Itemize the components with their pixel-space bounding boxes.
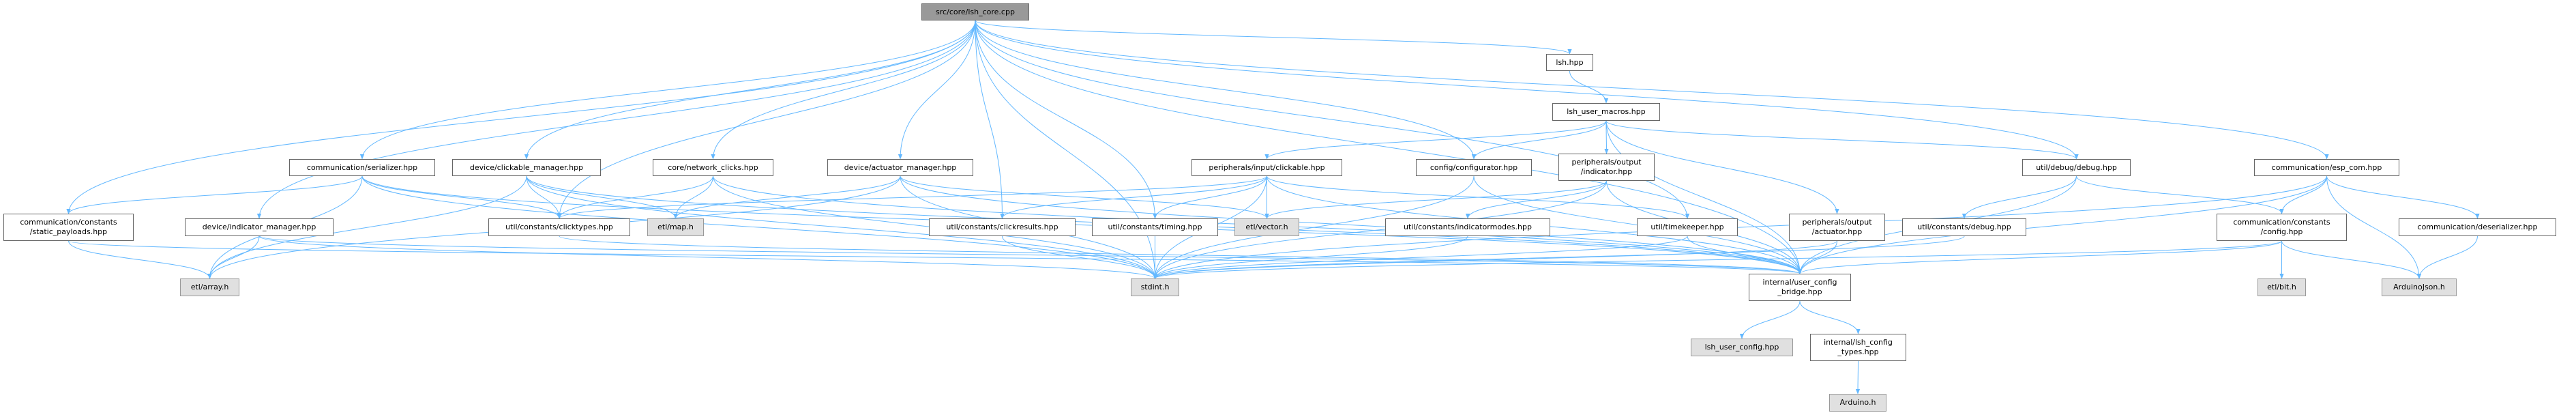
node-config-types[interactable]: internal/lsh_config _types.hpp <box>1810 334 1906 361</box>
edge-clickable_manager-to-etl_array <box>207 175 527 279</box>
edge-lsh_core-to-actuator_manager <box>898 20 976 160</box>
node-timing[interactable]: util/constants/timing.hpp <box>1092 218 1218 236</box>
edge-indicator_manager-to-stdint <box>258 235 1157 279</box>
edge-config_types-to-arduino <box>1855 360 1861 395</box>
edge-clickable_manager-to-etl_map <box>526 175 678 219</box>
node-lsh-user-macros[interactable]: lsh_user_macros.hpp <box>1552 103 1660 121</box>
edge-lsh_core-to-indicator_manager <box>256 20 976 219</box>
edge-const_debug-to-stdint <box>1153 235 1965 279</box>
edge-lsh_core-to-clicktypes <box>557 20 976 219</box>
edge-out_indicator-to-stdint <box>1153 180 1607 279</box>
edge-debug-to-comm_config <box>2076 175 2284 214</box>
node-etl-array[interactable]: etl/array.h <box>180 278 239 296</box>
node-deserializer[interactable]: communication/deserializer.hpp <box>2399 218 2556 236</box>
edge-out_indicator-to-indicatormodes <box>1465 180 1607 219</box>
edge-lsh_user_macros-to-out_actuator <box>1605 120 1839 214</box>
edge-lsh_user_macros-to-bridge <box>1605 120 1803 274</box>
edge-static_payloads-to-etl_array <box>68 240 212 279</box>
edge-serializer-to-bridge <box>361 175 1802 274</box>
node-etl-map[interactable]: etl/map.h <box>647 218 704 236</box>
edge-actuator_manager-to-etl_vector <box>900 175 1269 219</box>
node-out-actuator[interactable]: peripherals/output /actuator.hpp <box>1789 214 1885 241</box>
node-etl-vector[interactable]: etl/vector.h <box>1234 218 1299 236</box>
edge-lsh_core-to-timing <box>975 20 1157 219</box>
edge-timekeeper-to-stdint <box>1153 235 1688 279</box>
edge-lsh_hpp-to-lsh_user_macros <box>1569 70 1609 104</box>
edge-esp_com-to-stdint <box>1153 175 2327 279</box>
edge-network_clicks-to-clicktypes <box>557 175 713 219</box>
node-arduinojson[interactable]: ArduinoJson.h <box>2382 278 2457 296</box>
edge-indicator_manager-to-bridge <box>258 235 1802 274</box>
node-comm-config[interactable]: communication/constants /config.hpp <box>2217 214 2347 241</box>
edge-clicktypes-to-bridge <box>559 235 1802 274</box>
node-clicktypes[interactable]: util/constants/clicktypes.hpp <box>488 218 630 236</box>
edge-lsh_core-to-network_clicks <box>711 20 976 160</box>
edge-lsh_user_macros-to-configurator <box>1471 120 1607 160</box>
node-static-payloads[interactable]: communication/constants /static_payloads… <box>3 214 134 241</box>
node-stdint[interactable]: stdint.h <box>1131 278 1179 296</box>
edge-static_payloads-to-bridge <box>68 240 1802 274</box>
node-debug[interactable]: util/debug/debug.hpp <box>2022 159 2131 176</box>
node-timekeeper[interactable]: util/timekeeper.hpp <box>1637 218 1738 236</box>
edge-actuator_manager-to-etl_map <box>673 175 901 219</box>
edge-lsh_user_macros-to-clickable <box>1264 120 1607 160</box>
node-actuator-manager[interactable]: device/actuator_manager.hpp <box>827 159 973 176</box>
node-clickable[interactable]: peripherals/input/clickable.hpp <box>1191 159 1342 176</box>
node-const-debug[interactable]: util/constants/debug.hpp <box>1902 218 2026 236</box>
edge-clickable-to-timing <box>1153 175 1267 219</box>
edge-comm_config-to-arduinojson <box>2281 240 2422 279</box>
node-esp-com[interactable]: communication/esp_com.hpp <box>2254 159 2399 176</box>
edge-lsh_core-to-static_payloads <box>66 20 976 214</box>
edge-clickable-to-clicktypes <box>557 175 1267 219</box>
edge-bridge-to-lsh_user_config <box>1739 300 1801 339</box>
edge-clickable-to-clickresults <box>1000 175 1267 219</box>
edge-indicator_manager-to-etl_array <box>207 235 260 279</box>
edge-lsh_core-to-configurator <box>975 20 1477 160</box>
node-out-indicator[interactable]: peripherals/output /indicator.hpp <box>1558 154 1655 181</box>
edge-network_clicks-to-etl_map <box>673 175 713 219</box>
node-indicator-manager[interactable]: device/indicator_manager.hpp <box>185 218 334 236</box>
edge-clickable_manager-to-clicktypes <box>526 175 562 219</box>
edge-clickresults-to-stdint <box>1002 235 1157 279</box>
node-lsh-core[interactable]: src/core/lsh_core.cpp <box>921 3 1029 20</box>
node-clickresults[interactable]: util/constants/clickresults.hpp <box>929 218 1076 236</box>
edge-actuator_manager-to-bridge <box>900 175 1803 274</box>
edge-out_indicator-to-etl_vector <box>1264 180 1607 219</box>
edge-esp_com-to-comm_config <box>2279 175 2327 214</box>
edge-esp_com-to-deserializer <box>2326 175 2480 219</box>
edge-lsh_core-to-clickresults <box>975 20 1005 219</box>
edge-bridge-to-config_types <box>1799 300 1861 334</box>
edge-esp_com-to-bridge <box>1797 175 2327 274</box>
edge-lsh_core-to-debug <box>975 20 2079 160</box>
edge-configurator-to-stdint <box>1153 175 1475 279</box>
edge-lsh_core-to-serializer <box>359 20 976 160</box>
edge-esp_com-to-arduinojson <box>2326 175 2422 279</box>
edge-comm_config-to-bridge <box>1798 240 2282 274</box>
edge-lsh_core-to-clickable_manager <box>524 20 976 160</box>
edge-serializer-to-static_payloads <box>66 175 363 214</box>
edge-comm_config-to-stdint <box>1153 240 2282 279</box>
edge-lsh_core-to-esp_com <box>975 20 2329 160</box>
node-configurator[interactable]: config/configurator.hpp <box>1416 159 1532 176</box>
edge-timekeeper-to-bridge <box>1687 235 1803 274</box>
node-serializer[interactable]: communication/serializer.hpp <box>289 159 435 176</box>
node-arduino[interactable]: Arduino.h <box>1829 394 1886 412</box>
edge-indicatormodes-to-stdint <box>1153 235 1468 279</box>
node-etl-bit[interactable]: etl/bit.h <box>2257 278 2306 296</box>
node-indicatormodes[interactable]: util/constants/indicatormodes.hpp <box>1385 218 1550 236</box>
edge-serializer-to-clicktypes <box>361 175 562 219</box>
edge-lsh_user_macros-to-debug <box>1605 120 2079 160</box>
node-lsh-user-config[interactable]: lsh_user_config.hpp <box>1691 339 1793 356</box>
edge-lsh_core-to-lsh_hpp <box>975 20 1572 55</box>
node-clickable-manager[interactable]: device/clickable_manager.hpp <box>452 159 601 176</box>
edge-deserializer-to-arduinojson <box>2416 235 2478 279</box>
node-lsh-hpp[interactable]: lsh.hpp <box>1546 54 1593 71</box>
edge-lsh_core-to-bridge <box>975 20 1803 274</box>
node-bridge[interactable]: internal/user_config _bridge.hpp <box>1749 274 1851 301</box>
edge-debug-to-const_debug <box>1961 175 2077 219</box>
node-network-clicks[interactable]: core/network_clicks.hpp <box>653 159 773 176</box>
